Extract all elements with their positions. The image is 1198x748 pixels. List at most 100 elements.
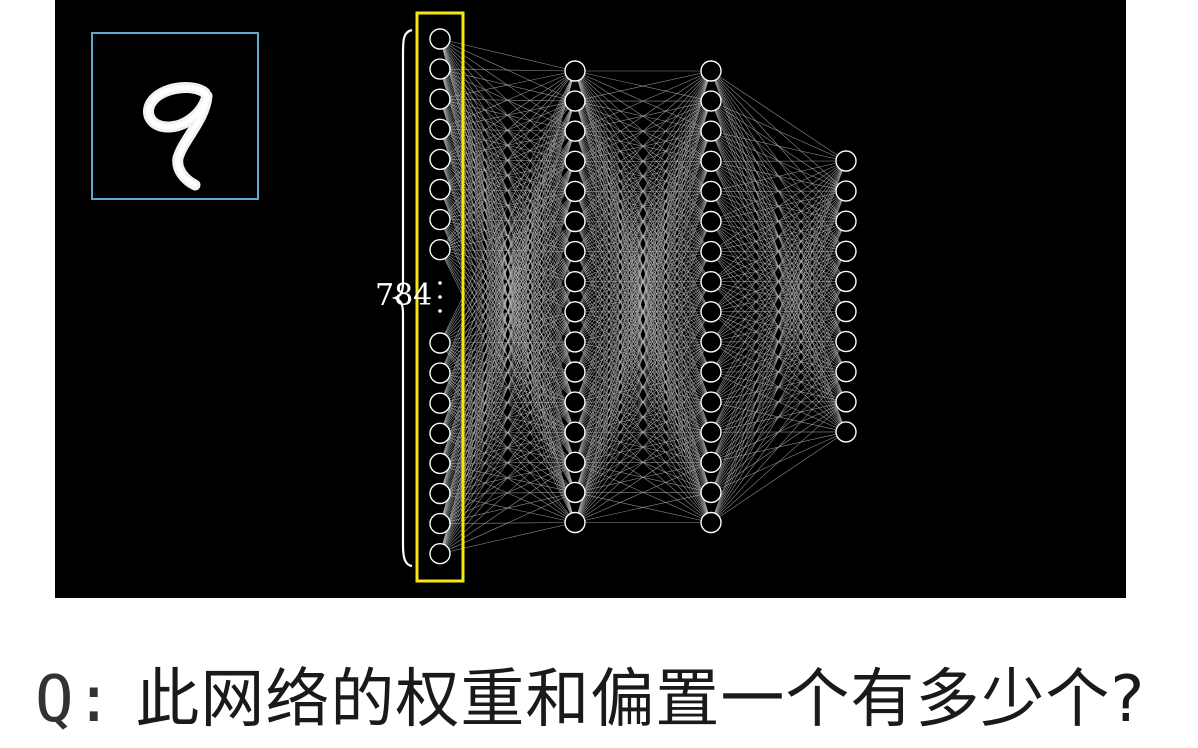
neuron-hidden-2 [700,391,722,413]
input-brace [391,28,413,568]
neuron-input [429,362,451,384]
connection-line [710,160,847,433]
neuron-hidden-1 [564,331,586,353]
neuron-input [429,452,451,475]
connection-line [710,371,847,523]
ellipsis-dot [438,309,442,313]
neuron-hidden-2 [700,240,722,263]
connection-line [574,341,712,523]
neuron-input [429,58,451,80]
connection-line [574,161,712,523]
neuron-hidden-2 [700,180,722,203]
neuron-hidden-1 [564,210,586,233]
input-layer-highlight [415,11,465,583]
neuron-hidden-1 [564,60,586,82]
neuron-input [429,238,451,261]
connection-line [574,371,712,523]
connection-line [574,70,712,523]
neuron-hidden-2 [700,210,722,233]
connection-line [574,401,712,523]
connection-line [439,431,576,554]
neuron-hidden-1 [564,271,586,293]
connection-line [710,160,847,282]
connection-line [710,70,847,162]
neuron-input [429,392,451,414]
ellipsis-dot [438,295,442,299]
neuron-input [429,482,451,505]
connection-line [710,431,847,523]
connection-line [574,70,712,162]
connection-line [574,431,712,523]
connection-line [574,70,712,343]
neuron-hidden-2 [700,90,722,112]
connection-line [574,70,712,463]
neuron-input [429,512,451,535]
connection-line [574,281,712,523]
connection-line [574,70,712,312]
network-figure: 784 [55,0,1126,598]
connection-line [574,70,712,282]
neuron-input [429,543,451,565]
neuron-input [429,422,451,444]
connection-line [710,160,847,343]
neuron-output [835,240,857,263]
connection-line [710,160,847,373]
neuron-input [429,148,451,171]
connection-line [439,522,576,554]
connection-line [710,401,847,523]
neuron-hidden-1 [564,301,586,323]
neuron-hidden-1 [564,90,586,112]
connection-line [710,311,847,523]
connection-line [439,492,576,554]
neuron-hidden-1 [564,481,586,504]
connection-line [574,191,712,523]
digit-nine-image [143,82,213,191]
neuron-output [835,210,857,232]
neuron-output [835,361,857,383]
network-diagram [91,11,857,583]
digit-image-frame [91,32,259,200]
connection-line [710,221,847,523]
connection-line [710,160,847,222]
neurons [429,28,857,565]
connections [439,38,847,554]
connection-line [710,160,847,523]
connection-line [574,221,712,523]
connection-line [574,70,712,132]
ellipsis-dot [438,281,442,285]
connection-line [710,160,847,463]
neuron-hidden-1 [564,240,586,263]
question-caption: Q: 此网络的权重和偏置一个有多少个? [35,660,1145,740]
neuron-output [835,300,857,323]
neuron-input [429,208,451,231]
connection-line [710,160,847,403]
neuron-hidden-2 [700,150,722,173]
neuron-hidden-1 [564,180,586,203]
connection-line [710,160,847,313]
neuron-hidden-2 [700,361,722,383]
connection-line [574,70,712,493]
connection-line [574,131,712,523]
neuron-hidden-1 [564,391,586,413]
neuron-hidden-2 [700,271,722,293]
connection-line [574,70,712,192]
connection-line [710,160,847,192]
connection-line [574,70,712,222]
connection-line [710,281,847,523]
connection-line [574,462,712,523]
question-prefix: Q: [35,663,115,737]
question-text: 此网络的权重和偏置一个有多少个? [135,663,1146,737]
neuron-output [835,270,857,293]
connection-line [574,70,712,102]
neuron-hidden-2 [700,481,722,504]
neuron-hidden-1 [564,150,586,173]
neuron-output [835,421,857,443]
neuron-output [835,150,857,172]
neuron-hidden-1 [564,120,586,142]
input-count-label: 784 [375,278,433,313]
connection-line [574,70,712,433]
neuron-hidden-2 [700,60,722,82]
connection-line [710,130,847,162]
neuron-hidden-2 [700,120,722,142]
connection-line [710,160,847,252]
